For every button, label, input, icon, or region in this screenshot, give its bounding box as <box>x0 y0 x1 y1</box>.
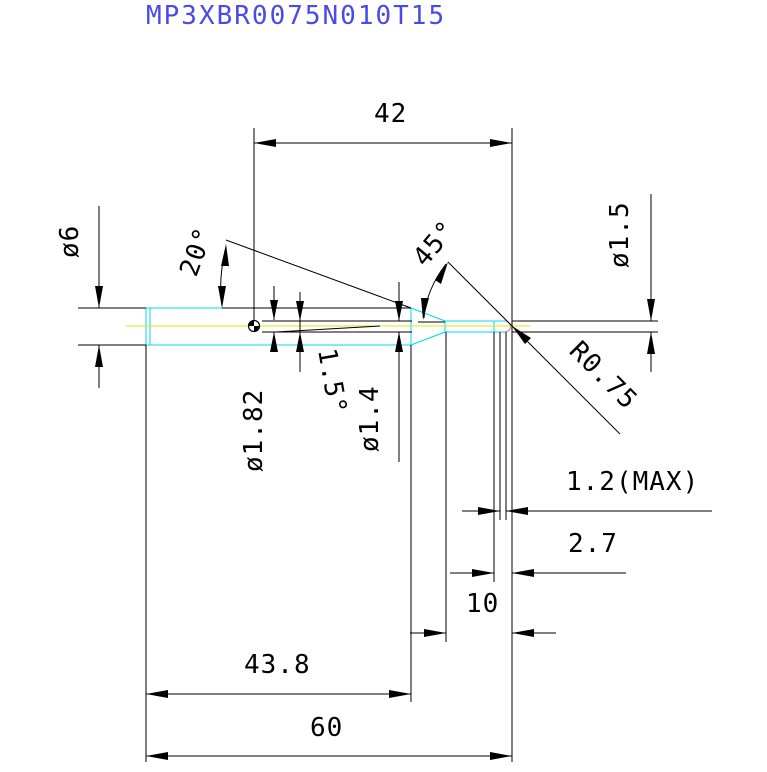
dim-60: 60 <box>146 713 512 760</box>
dim-dia14: ø1.4 <box>355 282 403 462</box>
dim-dia15-label: ø1.5 <box>605 201 635 268</box>
dim-10: 10 <box>410 330 556 762</box>
dim-45deg: 45° <box>407 215 513 327</box>
tool-body <box>126 307 530 346</box>
dim-20deg-label: 20° <box>174 223 219 280</box>
dim-12max: 1.2(MAX) <box>462 332 712 520</box>
dim-27: 2.7 <box>450 332 626 582</box>
dim-dia15: ø1.5 <box>512 194 658 372</box>
dim-438: 43.8 <box>145 345 412 762</box>
dim-r075-label: R0.75 <box>563 336 643 416</box>
dim-r075: R0.75 <box>511 325 643 435</box>
dim-20deg: 20° <box>174 223 412 309</box>
dim-10-label: 10 <box>466 589 499 619</box>
dim-438-label: 43.8 <box>244 650 311 680</box>
dim-15deg: 1.5° <box>262 292 412 417</box>
dim-15deg-label: 1.5° <box>311 346 352 417</box>
part-number-title: MP3XBR0075N010T15 <box>146 1 446 31</box>
dim-42: 42 <box>253 99 513 330</box>
dim-12max-label: 1.2(MAX) <box>566 467 699 497</box>
dim-dia6: ø6 <box>55 206 146 388</box>
dim-27-label: 2.7 <box>568 529 618 559</box>
dim-45deg-label: 45° <box>407 215 462 273</box>
dim-42-label: 42 <box>374 99 407 129</box>
dim-dia6-label: ø6 <box>55 225 85 258</box>
datum-mark <box>247 319 261 333</box>
dim-dia14-label: ø1.4 <box>355 385 385 452</box>
dim-dia182: ø1.82 <box>239 286 278 472</box>
dim-60-label: 60 <box>310 713 343 743</box>
dim-dia182-label: ø1.82 <box>239 389 269 472</box>
